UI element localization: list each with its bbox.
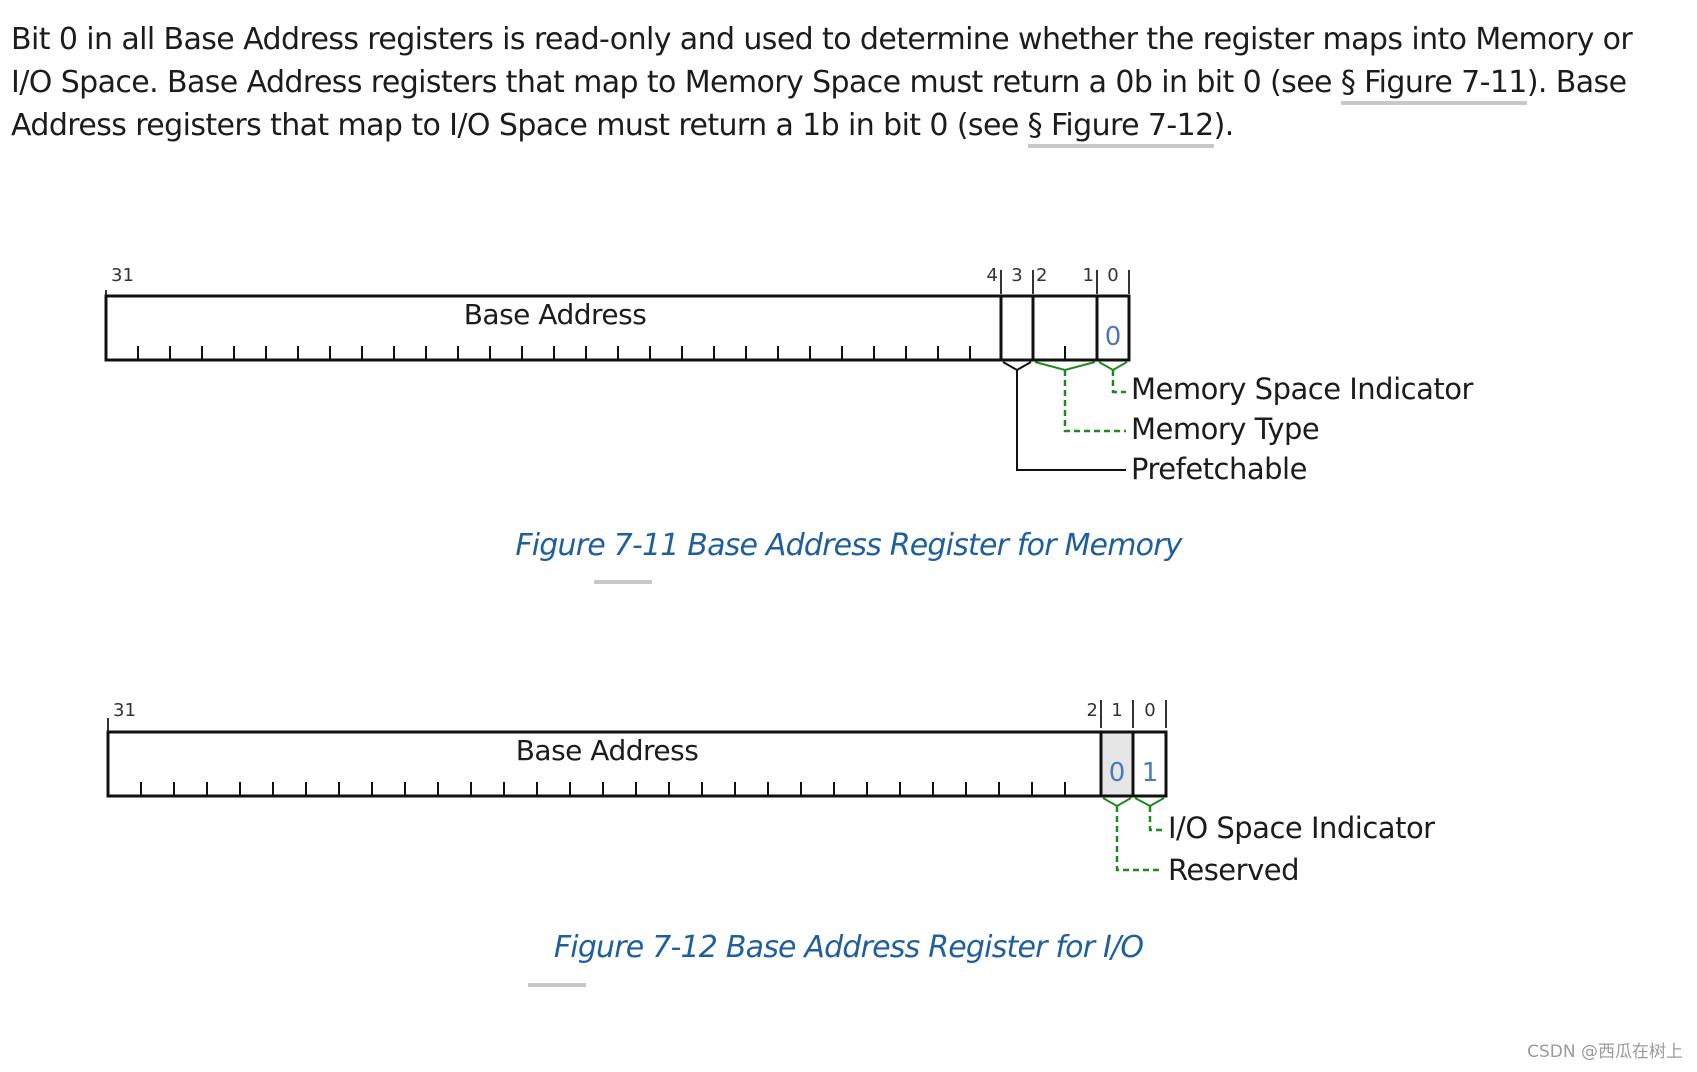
intro-text-2: ). Base Address registers that map to I/… (11, 65, 1627, 143)
figure-7-11-link[interactable]: § Figure 7-11 (1340, 65, 1527, 105)
io-bit-label-31: 31 (113, 700, 136, 721)
bit-ticks (137, 346, 1066, 360)
io-space-bracket (1134, 797, 1165, 808)
bit-label-4: 4 (987, 265, 998, 286)
memory-type-connector (1063, 370, 1126, 433)
prefetchable-bracket (1002, 361, 1032, 372)
memory-space-connector (1111, 370, 1126, 394)
memory-type-bracket (1034, 361, 1096, 372)
bit-label-1: 1 (1083, 265, 1094, 286)
figure-7-12-caption-underline (528, 983, 586, 987)
prefetchable-connector (1016, 370, 1126, 471)
figure-7-11-caption: Figure 7-11 Base Address Register for Me… (515, 528, 1182, 563)
io-bar-diagram: 31 2 1 0 Base Address 0 1 I/O Space Indi… (106, 700, 1436, 887)
io-base-address-field-label: Base Address (516, 734, 699, 767)
legend-reserved: Reserved (1168, 853, 1299, 887)
io-bit-label-2: 2 (1087, 700, 1098, 721)
reserved-bracket (1102, 797, 1132, 808)
bit-label-31: 31 (111, 265, 134, 286)
io-bit-ticks (140, 782, 1066, 796)
reserved-bit-fill (1101, 732, 1133, 796)
io-bit-label-1: 1 (1111, 700, 1122, 721)
legend-memory-space-indicator: Memory Space Indicator (1131, 372, 1473, 406)
memory-bar-diagram: 31 4 3 2 1 0 Base Address 0 Memory Space (104, 265, 1474, 486)
legend-prefetchable: Prefetchable (1131, 452, 1307, 486)
figure-7-12-link[interactable]: § Figure 7-12 (1027, 108, 1214, 148)
base-address-field-label: Base Address (464, 298, 647, 331)
bit-label-3: 3 (1011, 265, 1022, 286)
memory-space-bracket (1098, 361, 1128, 372)
legend-io-space-indicator: I/O Space Indicator (1168, 811, 1435, 845)
legend-memory-type: Memory Type (1131, 412, 1319, 446)
io-bit0-value: 1 (1142, 758, 1159, 788)
intro-text-3: ). (1213, 108, 1235, 143)
figure-7-12-caption: Figure 7-12 Base Address Register for I/… (553, 930, 1144, 965)
bit0-value: 0 (1105, 322, 1122, 352)
io-bit1-value: 0 (1109, 758, 1126, 788)
watermark: CSDN @西瓜在树上 (1527, 1042, 1683, 1062)
io-bit-label-0: 0 (1144, 700, 1155, 721)
figure-7-11-caption-underline (594, 580, 652, 584)
reserved-connector (1115, 806, 1162, 872)
intro-text-1: Bit 0 in all Base Address registers is r… (11, 22, 1633, 100)
bit-label-0: 0 (1107, 265, 1118, 286)
bit-label-2: 2 (1036, 265, 1047, 286)
intro-paragraph: Bit 0 in all Base Address registers is r… (11, 18, 1681, 148)
io-space-connector (1148, 806, 1162, 832)
